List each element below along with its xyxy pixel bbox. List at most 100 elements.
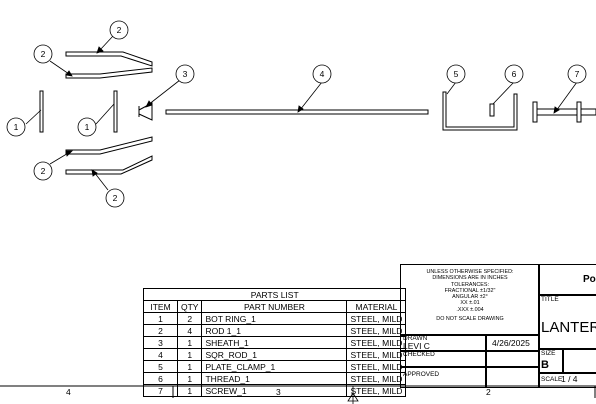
table-row: 2 4 ROD 1_1 STEEL, MILD: [143, 324, 407, 337]
checked-cell: CHECKED: [400, 350, 487, 368]
balloon-5: [446, 64, 466, 84]
thread: [489, 103, 495, 117]
cell-material: STEEL, MILD: [346, 384, 407, 397]
cell-part-number: SQR_ROD_1: [201, 348, 348, 361]
balloon-2-a: [109, 20, 129, 40]
note-line: DIMENSIONS ARE IN INCHES: [432, 275, 508, 282]
parts-list-caption: PARTS LIST: [142, 288, 407, 301]
cell-part-number: ROD 1_1: [201, 324, 348, 337]
table-row: 6 1 THREAD_1 STEEL, MILD: [143, 372, 407, 385]
cell-qty: 2: [176, 312, 203, 325]
screw: [532, 101, 596, 123]
title-label: TITLE: [541, 296, 559, 303]
sheet-size: B: [541, 359, 549, 371]
zone-label: 4: [66, 387, 71, 397]
table-row: 4 1 SQR_ROD_1 STEEL, MILD: [143, 348, 407, 361]
cell-item: 6: [143, 372, 178, 385]
plate-clamp: [442, 91, 518, 131]
balloon-label: 6: [512, 69, 517, 79]
cell-qty: 4: [176, 324, 203, 337]
approved-date-cell: [485, 366, 540, 388]
tolerance-notes: UNLESS OTHERWISE SPECIFIED: DIMENSIONS A…: [400, 264, 540, 336]
checked-date-cell: [485, 350, 540, 368]
square-rod: [165, 109, 429, 115]
header-material: MATERIAL: [346, 300, 407, 313]
balloon-3: [175, 64, 195, 84]
checked-label: CHECKED: [403, 351, 435, 358]
size-label: SIZE: [541, 350, 556, 357]
cell-item: 1: [143, 312, 178, 325]
drawn-by: LEVI C: [403, 341, 430, 351]
parts-list: PARTS LIST ITEM QTY PART NUMBER MATERIAL…: [142, 288, 407, 397]
size-cell: SIZE B: [538, 348, 564, 374]
header-qty: QTY: [176, 300, 203, 313]
scale-cell: SCALE 1 / 4: [538, 372, 596, 388]
cell-item: 5: [143, 360, 178, 373]
note-line: ANGULAR ±2°: [452, 294, 488, 301]
balloon-2-d: [105, 188, 125, 208]
balloon-6: [504, 64, 524, 84]
approved-label: APPROVED: [403, 371, 440, 378]
cell-part-number: SHEATH_1: [201, 336, 348, 349]
cell-item: 2: [143, 324, 178, 337]
balloon-label: 7: [575, 69, 580, 79]
title-cell: TITLE LANTER: [538, 294, 596, 350]
cell-material: STEEL, MILD: [346, 360, 407, 373]
note-line: .XXX ±.004: [456, 306, 484, 313]
balloon-4: [312, 64, 332, 84]
scale-label: SCALE: [541, 376, 563, 383]
cell-material: STEEL, MILD: [346, 324, 407, 337]
cell-material: STEEL, MILD: [346, 312, 407, 325]
balloon-label: 4: [320, 69, 325, 79]
balloon-label: 2: [41, 49, 46, 59]
zone-label: 3: [276, 387, 281, 397]
cell-qty: 1: [176, 372, 203, 385]
scale-value: 1 / 4: [561, 374, 578, 384]
balloon-label: 2: [113, 193, 118, 203]
cell-material: STEEL, MILD: [346, 348, 407, 361]
balloon-label: 1: [14, 122, 19, 132]
balloon-7: [567, 64, 587, 84]
balloon-label: 2: [41, 166, 46, 176]
drawn-label: DRAWN: [403, 335, 428, 342]
header-item: ITEM: [143, 300, 178, 313]
note-line: FRACTIONAL ±1/32": [444, 287, 496, 294]
bot-ring-right: [113, 90, 118, 133]
cell-qty: 1: [176, 348, 203, 361]
balloon-2-c: [33, 161, 53, 181]
drawn-date: 4/26/2025: [492, 338, 530, 348]
rod-bottom-1: [65, 136, 153, 155]
balloon-label: 5: [454, 69, 459, 79]
approved-cell: APPROVED: [400, 366, 487, 388]
company-name: Po: [583, 274, 596, 285]
drawing-title: LANTER: [541, 319, 596, 336]
zone-label: 2: [486, 387, 491, 397]
cell-part-number: BOT RING_1: [201, 312, 348, 325]
cell-material: STEEL, MILD: [346, 336, 407, 349]
cell-qty: 1: [176, 384, 203, 397]
company-cell: Po: [538, 264, 596, 296]
note-line: XX ±.01: [460, 300, 480, 307]
cell-part-number: PLATE_CLAMP_1: [201, 360, 348, 373]
note-line: UNLESS OTHERWISE SPECIFIED:: [426, 269, 514, 275]
table-row: 3 1 SHEATH_1 STEEL, MILD: [143, 336, 407, 349]
cell-item: 4: [143, 348, 178, 361]
balloon-1-left: [6, 117, 26, 137]
balloon-label: 3: [183, 69, 188, 79]
rod-top-1: [65, 51, 153, 67]
balloon-label: 2: [117, 25, 122, 35]
table-row: 1 2 BOT RING_1 STEEL, MILD: [143, 312, 407, 325]
table-row: 7 1 SCREW_1 STEEL, MILD: [143, 384, 407, 397]
rod-bottom-2: [65, 155, 153, 175]
cell-qty: 1: [176, 336, 203, 349]
balloon-2-b: [33, 44, 53, 64]
balloon-label: 1: [85, 122, 90, 132]
bot-ring-left: [39, 90, 44, 133]
table-row: 5 1 PLATE_CLAMP_1 STEEL, MILD: [143, 360, 407, 373]
cell-part-number: THREAD_1: [201, 372, 348, 385]
dwg-no-cell: [562, 348, 596, 374]
drawn-date-cell: 4/26/2025: [485, 334, 540, 352]
balloon-1-right: [77, 117, 97, 137]
do-not-scale-note: DO NOT SCALE DRAWING: [436, 316, 504, 323]
